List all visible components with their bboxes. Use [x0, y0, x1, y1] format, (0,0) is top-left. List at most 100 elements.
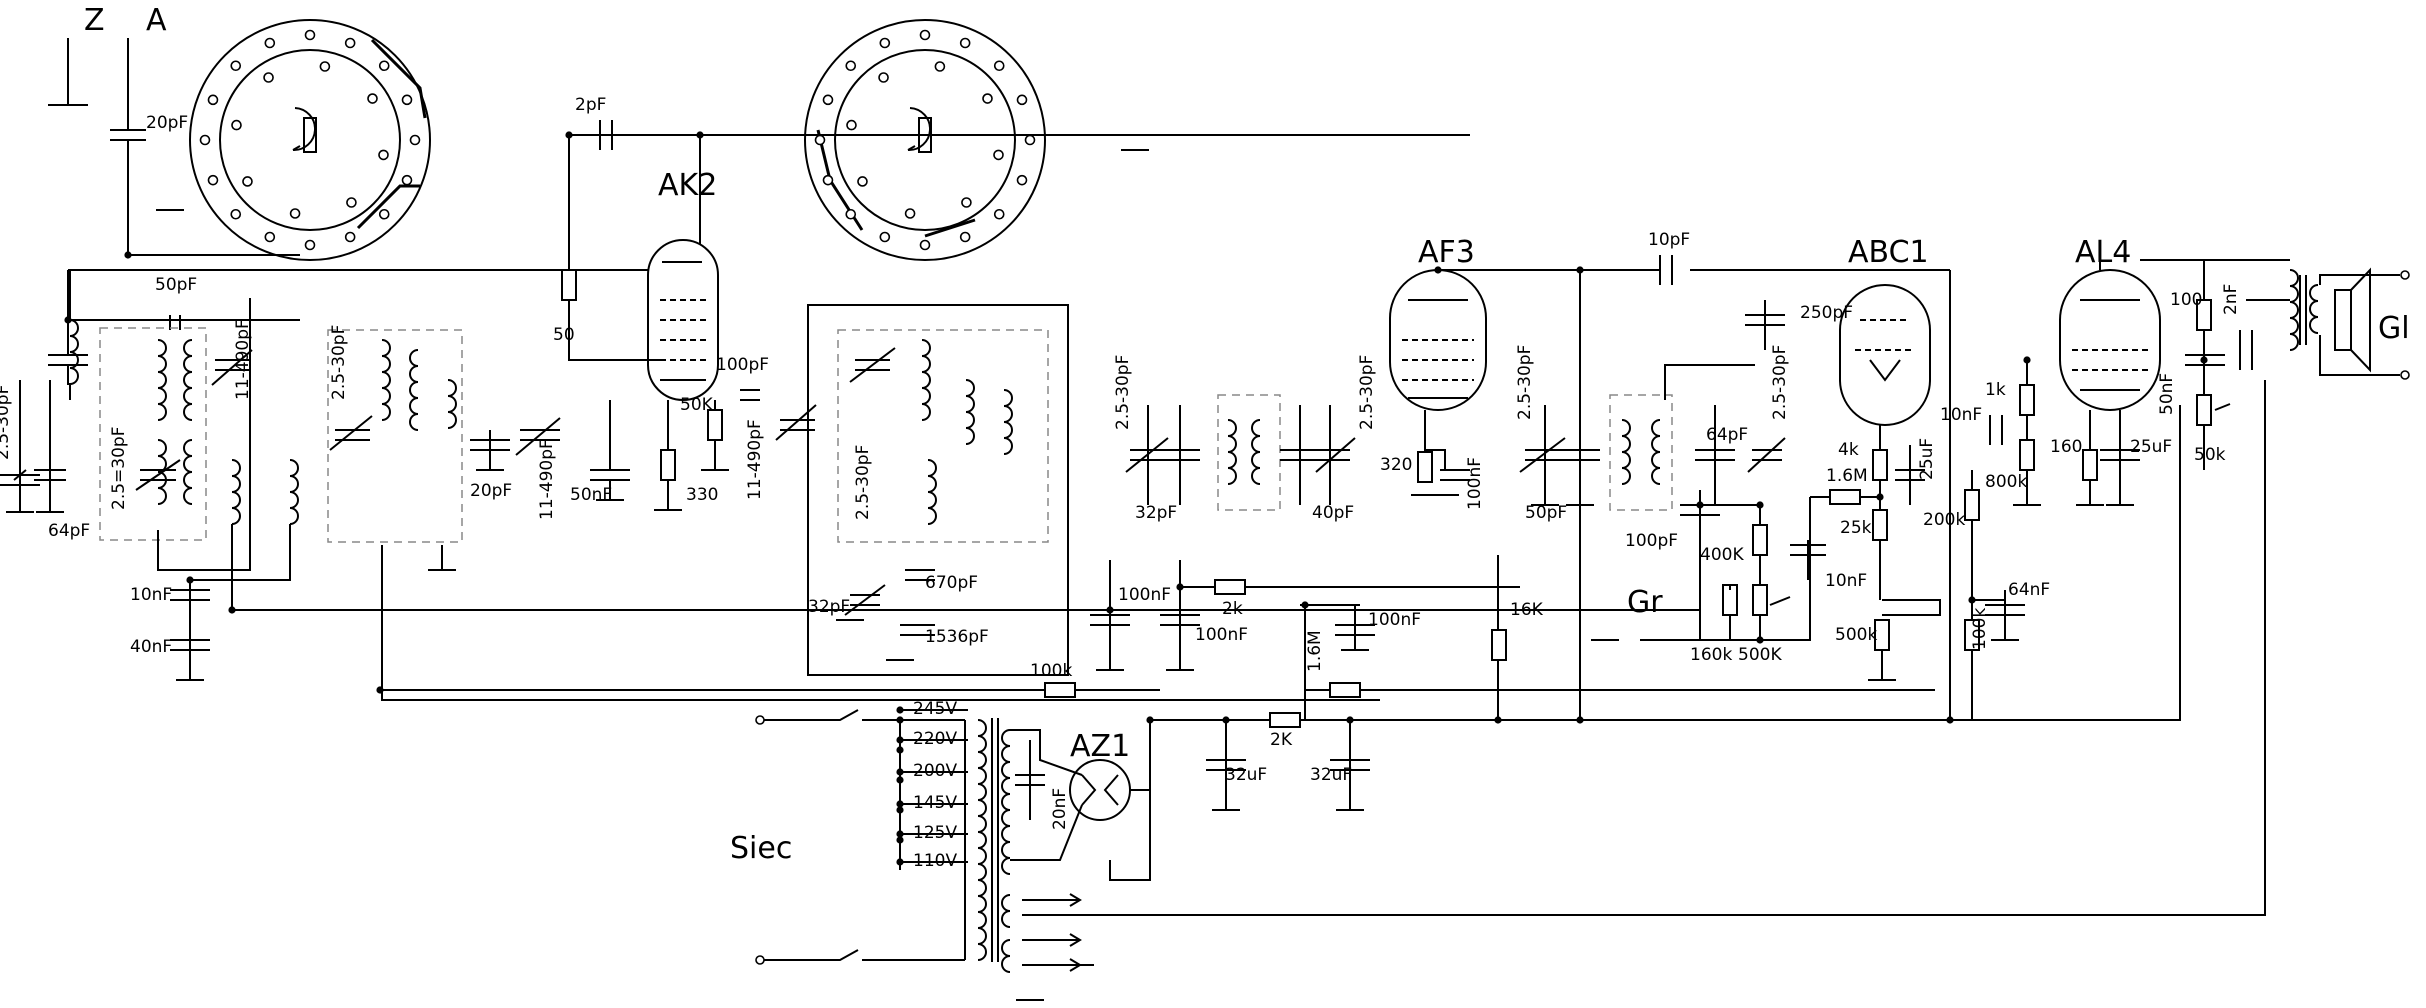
switch-contact — [919, 29, 931, 41]
label-c-2530-h: 2.5-30pF — [1770, 345, 1790, 420]
junction-dot — [376, 686, 384, 694]
switch-contact — [264, 231, 276, 243]
label-r-160k: 160k — [1690, 645, 1732, 665]
label-c-10nf-b: 10nF — [1825, 571, 1867, 591]
switch-contact — [993, 208, 1005, 220]
junction-dot — [2200, 356, 2208, 364]
switch-contact — [904, 208, 916, 219]
switch-contact — [263, 72, 274, 83]
label-r-50k-a: 50K — [680, 395, 714, 415]
switch-contact — [822, 94, 834, 106]
label-r-400k: 400K — [1700, 545, 1744, 565]
label-c-32pf-b: 32pF — [1135, 503, 1177, 523]
label-c-2530-b: 2.5=30pF — [109, 427, 129, 510]
junction-dot — [228, 606, 236, 614]
label-c-40pf: 40pF — [1312, 503, 1354, 523]
label-tube-abc1: ABC1 — [1848, 235, 1929, 270]
junction-dot — [1696, 501, 1704, 509]
voltage-tap-145v: 145V — [913, 793, 957, 813]
label-r-4k: 4k — [1838, 440, 1859, 460]
switch-contact — [959, 37, 971, 49]
label-c-250pf: 250pF — [1800, 303, 1853, 323]
switch-contact — [242, 176, 253, 187]
switch-contact — [230, 208, 242, 220]
junction-dot — [1756, 636, 1764, 644]
label-c-20pf-ant: 20pF — [146, 113, 188, 133]
junction-dot — [1576, 716, 1584, 724]
switch-contact — [231, 119, 242, 131]
tube-af3: 2.5-30pF 32pF 40pF 2.5-30pF AF3 320 100n… — [1113, 235, 1581, 720]
oscillator-coils: 2.5-30pF 32pF 670pF 1536pF — [807, 304, 1069, 676]
switch-contact — [409, 134, 421, 146]
junction-dot — [1346, 716, 1354, 724]
label-tube-ak2: AK2 — [658, 168, 717, 203]
switch-contact — [319, 61, 331, 72]
label-c-100nf-b: 100nF — [1195, 625, 1248, 645]
switch-contact — [367, 93, 378, 104]
switch-contact — [959, 231, 971, 243]
switch-contact — [934, 61, 946, 72]
terminal-z: Z — [84, 3, 105, 38]
label-c-2nf: 2nF — [2221, 284, 2241, 315]
label-c-50nf-b: 50nF — [2157, 373, 2177, 415]
voltage-tap-220v: 220V — [913, 729, 957, 749]
label-r-100k-a: 100k — [1030, 661, 1072, 681]
junction-dot — [896, 776, 904, 784]
label-c-25uf-a: 25uF — [1917, 438, 1937, 480]
switch-contact — [264, 37, 276, 49]
label-r-1-6m-a: 1.6M — [1305, 630, 1325, 672]
label-r-320: 320 — [1380, 455, 1412, 475]
junction-dot — [1968, 596, 1976, 604]
label-c-32uf-b: 32uF — [1310, 765, 1352, 785]
label-r-100k-b: 100k — [1970, 608, 1990, 650]
junction-dot — [565, 131, 573, 139]
voltage-tap-dot — [896, 706, 904, 714]
terminal-gl: Gl — [2378, 311, 2410, 346]
label-c-20pf-b: 20pF — [470, 481, 512, 501]
switch-contact — [845, 208, 857, 220]
label-c-2530-a: 2.5-30pF — [0, 385, 13, 460]
switch-contact — [401, 174, 413, 186]
label-r-16k: 16K — [1510, 600, 1544, 620]
voltage-tap-dot — [896, 858, 904, 866]
band-switch-1 — [189, 19, 431, 261]
voltage-tap-dot — [896, 736, 904, 744]
tube-abc1: ABC1 250pF 4k 25uF 1.6M 25k 10nF 100pF 4… — [1625, 235, 1937, 665]
label-c-32uf-a: 32uF — [1225, 765, 1267, 785]
voltage-tap-125v: 125V — [913, 823, 957, 843]
switch-contact — [378, 149, 389, 161]
label-r-330: 330 — [686, 485, 718, 505]
junction-dot — [896, 836, 904, 844]
switch-contact — [401, 94, 413, 106]
label-r-1-6m-b: 1.6M — [1826, 466, 1868, 486]
junction-dot — [896, 806, 904, 814]
label-tube-af3: AF3 — [1418, 235, 1475, 270]
label-c-1536pf: 1536pF — [925, 627, 989, 647]
label-r-500k-b: 500k — [1835, 625, 1877, 645]
label-c-670pf: 670pF — [925, 573, 978, 593]
antenna-section: Z A 20pF — [48, 3, 300, 256]
label-c-64pf-a: 64pF — [48, 521, 90, 541]
switch-contact — [846, 119, 857, 131]
switch-contact — [857, 176, 868, 187]
junction-dot — [1301, 601, 1309, 609]
terminal-gr: Gr — [1627, 585, 1663, 620]
switch-contact — [1016, 94, 1028, 106]
label-c-40nf: 40nF — [130, 637, 172, 657]
switch-contact — [845, 60, 857, 72]
label-c-100pf-a: 100pF — [716, 355, 769, 375]
switch-contact — [961, 197, 972, 208]
label-r-160: 160 — [2050, 437, 2082, 457]
label-r-25k: 25k — [1840, 518, 1872, 538]
switch-contact — [378, 208, 390, 220]
label-c-100pf-b: 100pF — [1625, 531, 1678, 551]
switch-contact — [822, 174, 834, 186]
switch-contact — [344, 37, 356, 49]
label-r-100: 100 — [2170, 290, 2202, 310]
junction-dot — [2023, 356, 2031, 364]
label-c-2530-c: 2.5-30pF — [329, 325, 349, 400]
switch-contact — [993, 149, 1004, 161]
junction-dot — [1946, 716, 1954, 724]
